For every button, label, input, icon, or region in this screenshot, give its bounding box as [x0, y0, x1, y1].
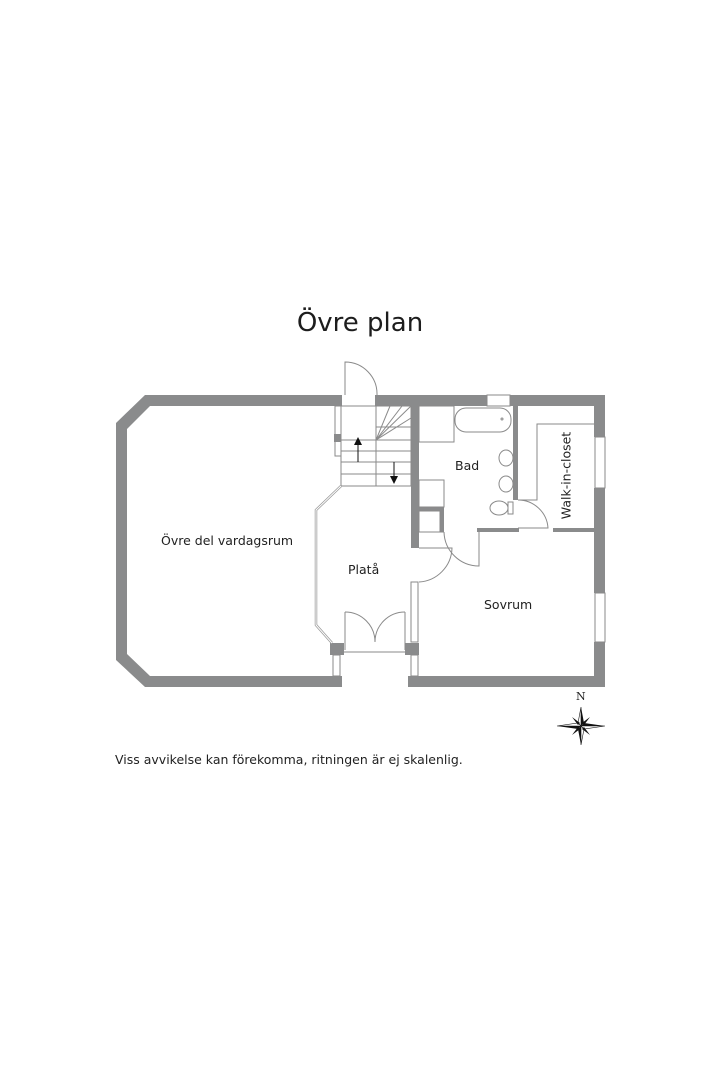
room-label-closet: Walk-in-closet — [558, 431, 574, 520]
compass-north-label: N — [576, 690, 586, 703]
disclaimer-text: Viss avvikelse kan förekomma, ritningen … — [115, 752, 463, 767]
room-label-bath: Bad — [455, 458, 480, 473]
plan-title: Övre plan — [296, 308, 424, 338]
room-label-bedroom: Sovrum — [484, 597, 533, 612]
interior-lines — [314, 361, 594, 677]
stair-arrows — [354, 437, 398, 484]
walls — [116, 395, 605, 687]
room-label-landing: Platå — [348, 562, 380, 577]
compass-icon — [556, 706, 606, 746]
windows — [594, 436, 606, 643]
room-label-living: Övre del vardagsrum — [161, 533, 294, 548]
